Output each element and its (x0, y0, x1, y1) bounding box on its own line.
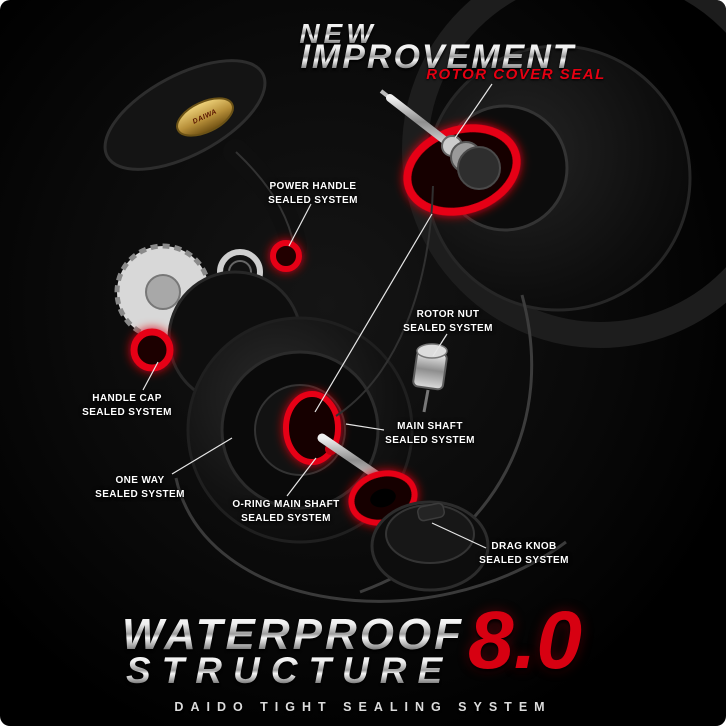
callout-line-one-way (171, 437, 233, 475)
callout-line-oring (286, 457, 317, 497)
callout-one-way: ONE WAY SEALED SYSTEM (95, 475, 185, 500)
callout-drag-knob: DRAG KNOB SEALED SYSTEM (479, 541, 569, 566)
drive-gear-hub (145, 274, 181, 310)
rotor-nut-top (416, 343, 448, 359)
handle-arm-edge (235, 151, 295, 247)
footer-tagline: DAIDO TIGHT SEALING SYSTEM (174, 700, 552, 714)
handle-cap-seal-ring (130, 328, 174, 372)
drag-knob-tab (417, 502, 445, 522)
callout-line-drag-knob (431, 522, 487, 549)
callout-line-rotor-cover-seal (454, 83, 493, 139)
rotor-cover-seal-label: ROTOR COVER SEAL (426, 66, 606, 83)
footer-waterproof: WATERPROOF (122, 610, 465, 659)
title-new: NEW (299, 18, 377, 49)
callout-handle-cap: HANDLE CAP SEALED SYSTEM (82, 393, 172, 418)
callout-lines (142, 83, 493, 549)
bail-wire-inner (335, 185, 434, 417)
bail-wire-bottom (174, 477, 567, 603)
callout-line-handle-cap (142, 361, 159, 391)
shaft-collar (457, 146, 501, 190)
callout-line-rotor-to-body (314, 213, 433, 413)
title-improvement: IMPROVEMENT (300, 38, 576, 76)
callout-main-shaft: MAIN SHAFT SEALED SYSTEM (385, 421, 475, 446)
callout-oring-main-shaft: O-RING MAIN SHAFT SEALED SYSTEM (232, 499, 340, 524)
power-handle-seal-ring (270, 240, 302, 272)
rotor-shaft (386, 94, 456, 150)
footer-structure: STRUCTURE (126, 650, 454, 691)
drag-knob-seal-hole (370, 488, 396, 508)
rotor-nut-stem (422, 389, 430, 413)
callout-line-main-shaft (345, 423, 385, 431)
callout-line-power-handle (288, 203, 312, 247)
footer-version: 8.0 (468, 595, 582, 686)
callout-rotor-nut: ROTOR NUT SEALED SYSTEM (403, 309, 493, 334)
callout-line-rotor-nut (432, 333, 448, 357)
brand-badge (176, 97, 234, 137)
callout-power-handle: POWER HANDLE SEALED SYSTEM (268, 181, 358, 206)
